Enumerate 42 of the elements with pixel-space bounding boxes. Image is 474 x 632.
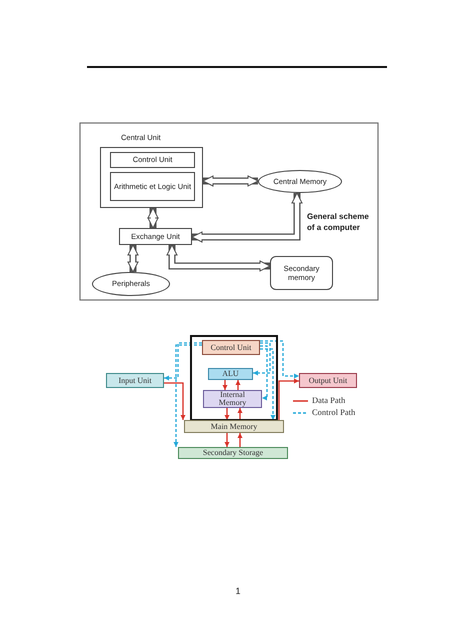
arrow	[224, 408, 230, 420]
dashed-arrow	[260, 340, 299, 378]
dashed-arrow	[253, 342, 271, 376]
double-arrow	[128, 244, 138, 272]
arrow	[222, 380, 228, 390]
page-number: 1	[234, 585, 242, 598]
memory-box	[270, 256, 333, 290]
unit-box	[119, 228, 192, 245]
storage-box	[178, 447, 288, 459]
arrow	[224, 433, 230, 447]
arrow	[238, 433, 242, 447]
frame-box	[190, 335, 278, 421]
node-label: Input Unit	[117, 376, 153, 384]
unit-box	[299, 373, 357, 388]
unit-box	[106, 373, 164, 388]
dashed-arrow	[260, 345, 268, 400]
unit-box	[202, 340, 260, 355]
node-label: Output Unit	[308, 376, 348, 384]
node-label: ALU	[221, 370, 240, 378]
label-text: General scheme of a computer	[307, 212, 370, 234]
double-arrow	[148, 208, 158, 228]
dashed-arrow	[164, 342, 202, 380]
arrow	[236, 380, 240, 390]
unit-box	[110, 152, 195, 168]
arrow	[238, 408, 242, 420]
legend-label: Control Path	[312, 408, 356, 416]
double-arrow	[192, 192, 302, 242]
dashed-arrow	[260, 348, 276, 420]
node-label: Control Unit	[210, 344, 252, 352]
node-label: Secondary Storage	[202, 449, 264, 457]
node-label: Main Memory	[210, 422, 258, 430]
double-arrow	[166, 244, 270, 272]
arrow	[278, 378, 299, 420]
arrow	[164, 382, 186, 420]
unit-box	[208, 368, 253, 380]
memory-box	[203, 390, 262, 408]
unit-box	[110, 172, 195, 201]
double-arrow	[202, 176, 258, 186]
dashed-arrow	[174, 344, 202, 447]
memory-box	[184, 420, 284, 433]
legend-label: Data Path	[312, 396, 346, 404]
node-label: Internal Memory	[218, 391, 248, 407]
